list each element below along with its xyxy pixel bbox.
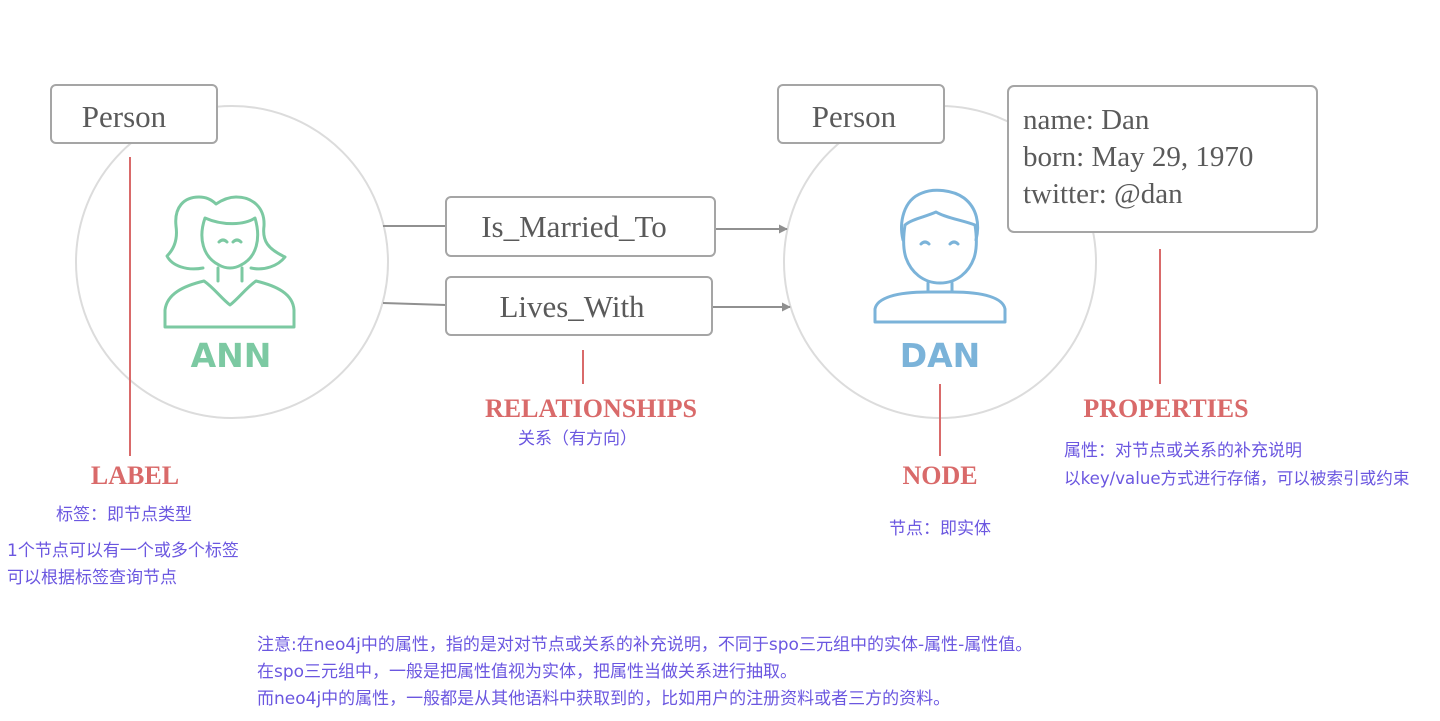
note-relationship: 关系（有方向） <box>518 429 637 449</box>
node-circle-ann <box>75 105 389 419</box>
node-name-dan: DAN <box>900 336 981 375</box>
label-box-ann <box>50 84 218 144</box>
footer-note-1: 注意:在neo4j中的属性，指的是对对节点或关系的补充说明，不同于spo三元组中… <box>257 635 1033 655</box>
footer-note-2: 在spo三元组中，一般是把属性值视为实体，把属性当做关系进行抽取。 <box>257 662 798 682</box>
relationship-box-married <box>445 196 716 257</box>
property-born: born: May 29, 1970 <box>1023 141 1253 173</box>
note-label-query: 可以根据标签查询节点 <box>7 568 177 588</box>
relationship-box-lives <box>445 276 713 336</box>
callout-node: NODE <box>902 461 977 490</box>
callout-label: LABEL <box>91 461 179 490</box>
node-label-dan: Person <box>812 99 897 134</box>
man-icon <box>873 188 1007 324</box>
property-twitter: twitter: @dan <box>1023 178 1183 210</box>
footer-note-3: 而neo4j中的属性，一般都是从其他语料中获取到的，比如用户的注册资料或者三方的… <box>257 689 951 709</box>
note-label-multi: 1个节点可以有一个或多个标签 <box>7 541 239 561</box>
properties-box <box>1007 85 1318 233</box>
relationship-label-married: Is_Married_To <box>481 209 667 244</box>
woman-icon <box>163 195 296 329</box>
relationship-label-lives: Lives_With <box>499 289 645 324</box>
node-name-ann: ANN <box>191 336 272 375</box>
note-properties-2: 以key/value方式进行存储，可以被索引或约束 <box>1064 469 1410 488</box>
property-name: name: Dan <box>1023 104 1150 136</box>
callout-relationships: RELATIONSHIPS <box>485 394 697 423</box>
node-label-ann: Person <box>82 99 167 134</box>
note-label-type: 标签：即节点类型 <box>56 505 192 525</box>
note-node: 节点：即实体 <box>889 519 991 539</box>
note-properties-1: 属性：对节点或关系的补充说明 <box>1064 441 1302 461</box>
callout-properties: PROPERTIES <box>1083 394 1248 423</box>
label-box-dan <box>777 84 945 144</box>
rel-line-lives-left <box>382 302 447 306</box>
